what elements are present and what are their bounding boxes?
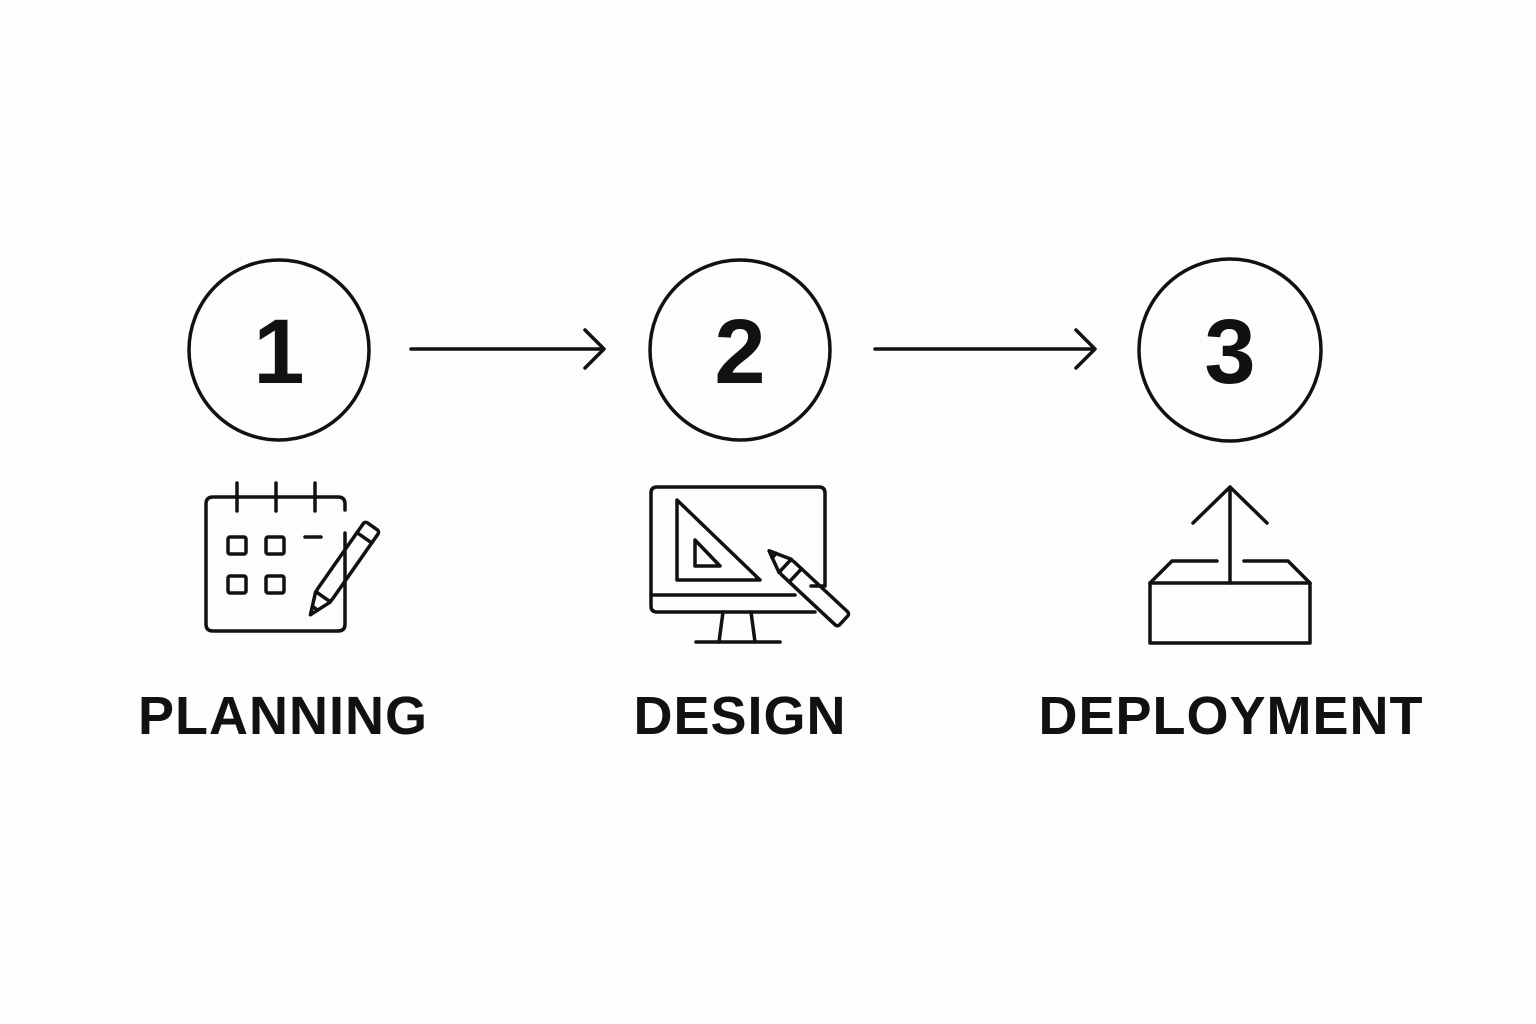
step-2: 2 bbox=[648, 258, 832, 442]
box-upload-arrow-icon bbox=[1148, 485, 1312, 645]
step-2-label: DESIGN bbox=[633, 686, 846, 746]
step-1-circle bbox=[187, 258, 371, 442]
step-3-circle bbox=[1137, 257, 1323, 443]
step-1-label: PLANNING bbox=[138, 686, 428, 746]
step-2-circle bbox=[648, 258, 832, 442]
step-2-number: 2 bbox=[714, 301, 765, 403]
step-3-label: DEPLOYMENT bbox=[1038, 686, 1423, 746]
step-1: 1 bbox=[187, 258, 371, 442]
step-3: 3 bbox=[1137, 257, 1323, 443]
arrow-1-to-2 bbox=[409, 328, 606, 370]
calendar-pencil-icon bbox=[204, 481, 381, 633]
monitor-set-square-pencil-icon bbox=[649, 485, 851, 644]
arrow-2-to-3 bbox=[873, 328, 1097, 370]
step-3-number: 3 bbox=[1204, 301, 1255, 403]
step-1-number: 1 bbox=[253, 301, 304, 403]
